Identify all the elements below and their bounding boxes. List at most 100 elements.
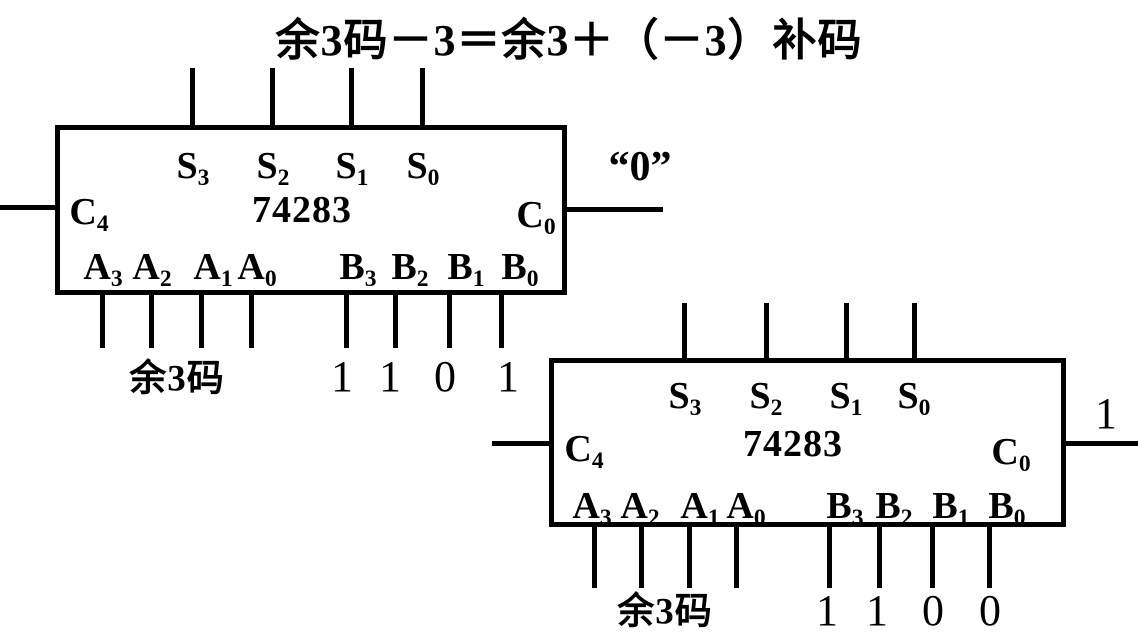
adder2-b2-label: B2: [875, 487, 912, 530]
adder2-b1-sub: 1: [957, 505, 970, 532]
adder2-a2-base: A: [620, 485, 648, 527]
adder1-a2-pin-wire: [149, 295, 154, 348]
adder1-b0-sub: 0: [526, 266, 539, 293]
adder1-c0-base: C: [516, 194, 544, 236]
adder2-s1-pin-wire: [844, 303, 849, 358]
adder1-a2-sub: 2: [159, 266, 172, 293]
adder2-b2-sub: 2: [900, 505, 913, 532]
adder2-carry-in-wire: [1066, 441, 1138, 446]
adder1-s0-base: S: [406, 145, 428, 187]
adder1-part-number: 74283: [252, 189, 352, 231]
adder1-b3-label: B3: [339, 246, 376, 291]
adder2-s0-base: S: [897, 375, 919, 417]
adder1-b2-base: B: [391, 246, 417, 288]
adder1-b0-pin-wire: [499, 295, 504, 348]
adder1-b1-value: 0: [434, 352, 456, 401]
adder2-s0-pin-wire: [912, 303, 917, 358]
adder1-carry-out-wire: [0, 205, 55, 210]
adder2-s0-sub: 0: [918, 395, 931, 422]
adder1-s2-base: S: [256, 145, 278, 187]
adder2-s2-pin-wire: [764, 303, 769, 358]
adder2-b1-base: B: [932, 485, 958, 527]
adder1-a3-pin-wire: [100, 295, 105, 348]
adder2-s3-sub: 3: [689, 395, 702, 422]
adder1-box: [55, 125, 567, 295]
adder1-b1-base: B: [447, 246, 473, 288]
circuit-title: 余3码－3＝余3＋（－3）补码: [275, 16, 863, 65]
adder2-a3-base: A: [572, 485, 600, 527]
adder2-a0-label: A0: [726, 485, 765, 530]
adder2-carry-in-value: 1: [1095, 389, 1117, 438]
adder2-b3-label: B3: [826, 485, 863, 530]
adder1-s1-base: S: [335, 145, 357, 187]
adder2-b3-pin-wire: [827, 527, 832, 588]
adder2-b1-value: 0: [922, 586, 944, 635]
adder2-s2-sub: 2: [770, 395, 783, 422]
adder2-b0-base: B: [988, 485, 1014, 527]
adder1-a0-sub: 0: [264, 266, 277, 293]
adder2-b0-sub: 0: [1013, 505, 1026, 532]
adder2-s3-label: S3: [668, 375, 702, 420]
adder1-b3-pin-wire: [344, 295, 349, 348]
adder2-b2-pin-wire: [877, 527, 882, 588]
adder2-c4-sub: 4: [591, 448, 604, 475]
adder2-b0-value: 0: [979, 586, 1001, 635]
adder1-carry-in-wire: [567, 207, 663, 212]
adder2-a0-base: A: [726, 485, 754, 527]
adder1-b3-sub: 3: [364, 266, 377, 293]
adder2-a2-pin-wire: [639, 527, 644, 588]
adder1-b2-sub: 2: [416, 266, 429, 293]
adder2-a0-pin-wire: [734, 527, 739, 588]
adder2-s1-base: S: [829, 375, 851, 417]
adder2-b2-value: 1: [866, 586, 888, 635]
adder1-a2-label: A2: [132, 248, 171, 291]
adder1-carry-in-value: “0”: [608, 144, 672, 190]
adder2-b0-pin-wire: [987, 527, 992, 588]
adder2-s3-pin-wire: [682, 303, 687, 358]
adder1-a1-base: A: [193, 246, 221, 288]
adder2-b3-base: B: [826, 485, 852, 527]
adder2-a2-sub: 2: [647, 505, 660, 532]
adder1-b2-label: B2: [391, 246, 428, 291]
adder1-a1-sub: 1: [220, 266, 233, 293]
adder1-s3-pin-wire: [190, 68, 195, 125]
adder1-a1-pin-wire: [199, 295, 204, 348]
adder1-b2-value: 1: [379, 352, 401, 401]
adder1-a0-pin-wire: [249, 295, 254, 348]
adder1-b2-pin-wire: [393, 295, 398, 348]
adder1-a1-label: A1: [193, 246, 232, 291]
adder2-s3-base: S: [668, 375, 690, 417]
adder2-s0-label: S0: [897, 375, 931, 420]
adder2-b3-value: 1: [816, 586, 838, 635]
adder1-a3-label: A3: [83, 248, 122, 291]
adder1-s3-sub: 3: [197, 165, 210, 192]
adder2-carry-out-label: C4: [564, 430, 603, 473]
adder2-s1-label: S1: [829, 375, 863, 420]
adder1-s2-sub: 2: [277, 165, 290, 192]
adder1-b0-label: B0: [501, 246, 538, 291]
adder1-a-inputs-annotation: 余3码: [129, 358, 225, 400]
adder2-s2-label: S2: [749, 375, 783, 420]
adder2-c0-base: C: [991, 431, 1019, 473]
adder1-s0-sub: 0: [427, 165, 440, 192]
adder1-b3-base: B: [339, 246, 365, 288]
adder2-a1-pin-wire: [687, 527, 692, 588]
adder2-carry-in-label: C0: [991, 431, 1030, 476]
adder1-a0-label: A0: [237, 248, 276, 291]
adder2-s2-base: S: [749, 375, 771, 417]
adder1-s1-sub: 1: [356, 165, 369, 192]
adder2-b0-label: B0: [988, 485, 1025, 530]
adder1-b0-base: B: [501, 246, 527, 288]
adder1-b3-value: 1: [331, 352, 353, 401]
adder1-s2-label: S2: [256, 145, 290, 190]
adder1-s3-base: S: [176, 145, 198, 187]
adder2-a2-label: A2: [620, 485, 659, 530]
adder2-a3-pin-wire: [592, 527, 597, 588]
adder2-a1-sub: 1: [707, 505, 720, 532]
adder1-s0-label: S0: [406, 145, 440, 190]
adder2-s1-sub: 1: [850, 395, 863, 422]
adder1-b1-sub: 1: [472, 266, 485, 293]
adder1-s1-pin-wire: [349, 68, 354, 125]
adder2-a3-label: A3: [572, 485, 611, 530]
adder2-b3-sub: 3: [851, 505, 864, 532]
